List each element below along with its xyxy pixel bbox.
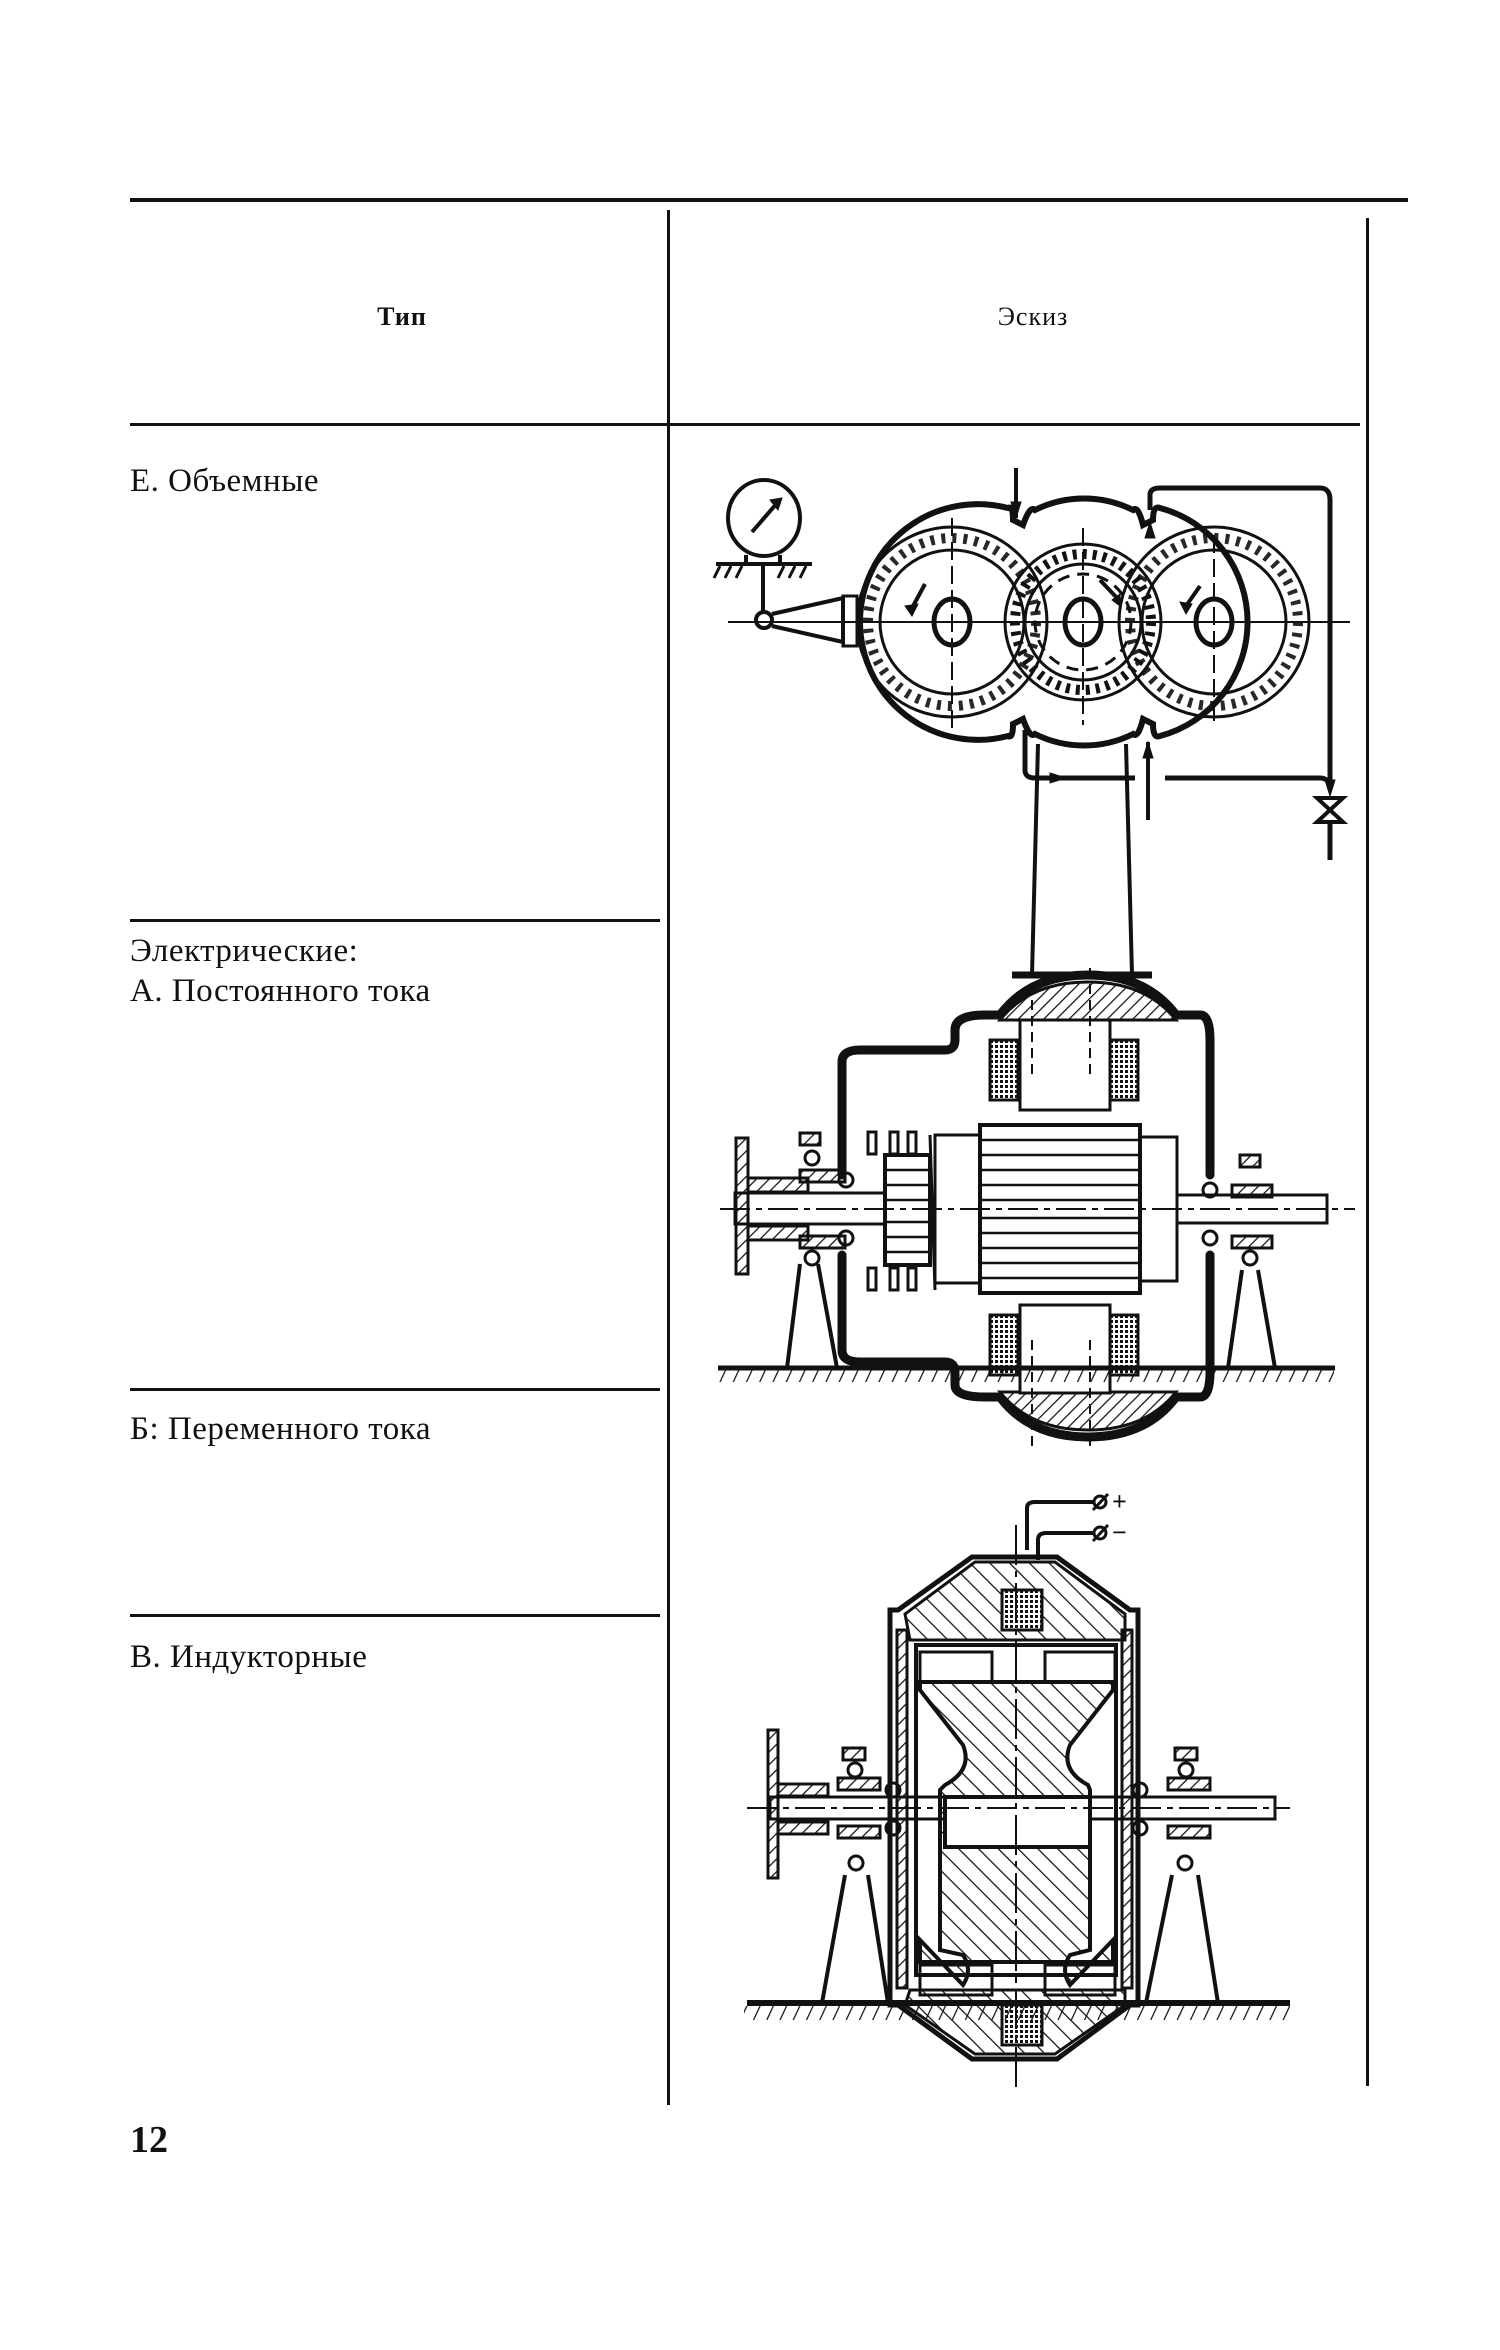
table-right-border bbox=[1366, 218, 1369, 2086]
row-label-volumetric: Е. Объемные bbox=[130, 463, 320, 499]
row-label-ac: Б: Переменного тока bbox=[130, 1411, 431, 1447]
row-divider-3 bbox=[130, 1614, 660, 1617]
pressure-gauge-icon bbox=[714, 480, 812, 628]
row-label-inductor: В. Индукторные bbox=[130, 1639, 368, 1675]
dc-machine-sketch bbox=[714, 968, 1355, 1448]
header-sketch: Эскиз bbox=[997, 302, 1069, 331]
commutator bbox=[868, 1132, 935, 1290]
header-type: Тип bbox=[377, 302, 427, 331]
gear-pump-sketch bbox=[714, 468, 1350, 975]
gear-left bbox=[857, 518, 1047, 728]
row-label-dc: А. Постоянного тока bbox=[130, 973, 431, 1009]
gear-middle bbox=[1005, 528, 1161, 725]
row-divider-2 bbox=[130, 1388, 660, 1391]
column-divider bbox=[667, 210, 670, 2105]
page-number: 12 bbox=[130, 2119, 168, 2161]
row-divider-1 bbox=[130, 919, 660, 922]
terminal-minus-label: − bbox=[1112, 1518, 1127, 1547]
terminal-plus-label: + bbox=[1112, 1487, 1127, 1516]
header-bottom-rule bbox=[130, 423, 1360, 426]
table-top-rule bbox=[130, 198, 1408, 202]
terminals bbox=[1027, 1494, 1108, 1560]
inductor-machine-sketch bbox=[744, 1494, 1290, 2090]
row-group-electric: Электрические: bbox=[130, 933, 359, 969]
gear-right bbox=[1119, 527, 1309, 725]
valve-icon bbox=[1317, 798, 1343, 860]
